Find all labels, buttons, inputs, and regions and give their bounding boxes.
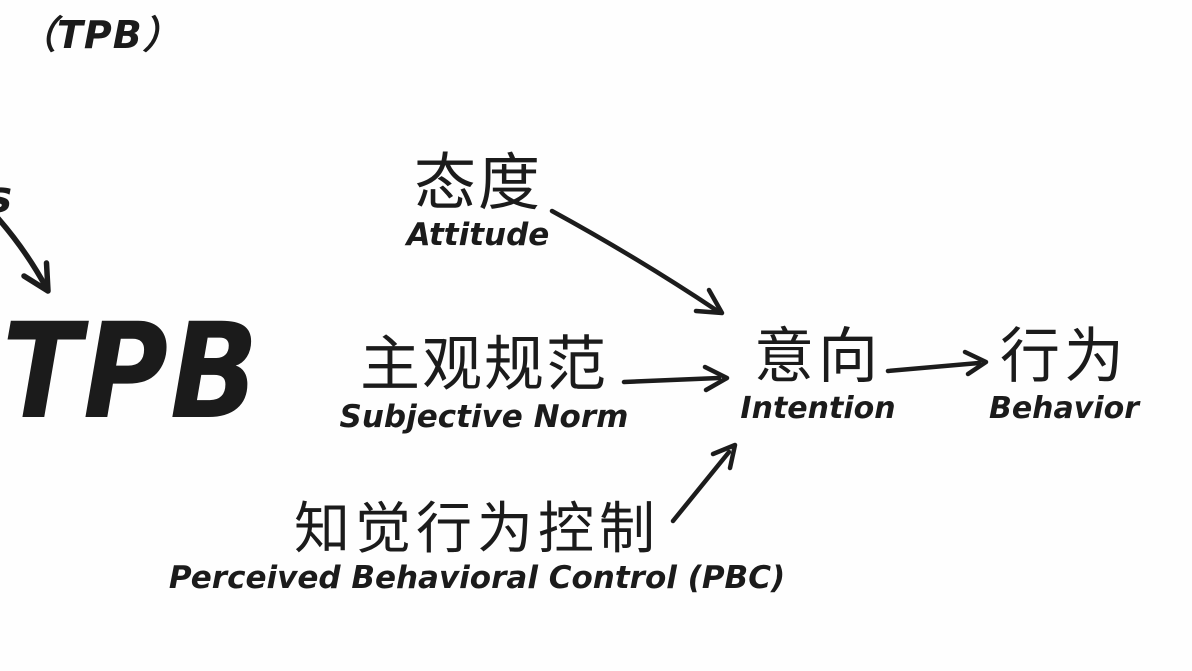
clipped-word-fragment: s — [0, 172, 12, 223]
node-intention: 意向 Intention — [708, 322, 928, 426]
intro-to-tpb-arrow-icon — [0, 216, 51, 294]
behavior-en-label: Behavior — [988, 390, 1140, 426]
attitude-en-label: Attitude — [406, 216, 550, 253]
subjective-norm-en-label: Subjective Norm — [339, 398, 629, 435]
node-behavior: 行为 Behavior — [954, 322, 1174, 426]
behavior-zh-label: 行为 — [1000, 322, 1128, 392]
tpb-acronym: TPB — [2, 295, 261, 449]
attitude-zh-label: 态度 — [413, 146, 542, 219]
node-attitude: 态度 Attitude — [328, 150, 628, 253]
intention-en-label: Intention — [740, 390, 896, 426]
node-perceived-behavioral-control: 知觉行为控制 Perceived Behavioral Control (PBC… — [167, 497, 787, 597]
node-subjective-norm: 主观规范 Subjective Norm — [304, 330, 664, 435]
pbc-en-label: Perceived Behavioral Control (PBC) — [168, 560, 786, 597]
subjective-norm-zh-label: 主观规范 — [360, 330, 608, 400]
page-title: （TPB） — [18, 13, 182, 57]
pbc-zh-label: 知觉行为控制 — [294, 497, 660, 562]
intention-zh-label: 意向 — [754, 322, 882, 392]
